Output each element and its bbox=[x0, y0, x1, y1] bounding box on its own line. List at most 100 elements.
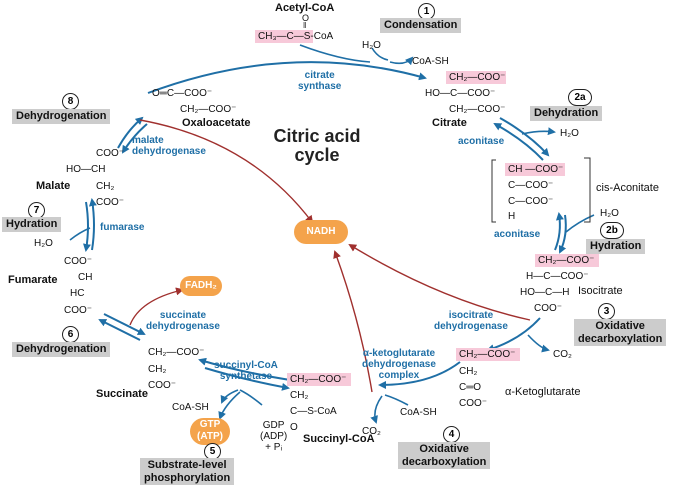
malate-name: Malate bbox=[36, 180, 71, 192]
step-3-number: 3 bbox=[598, 303, 615, 320]
step-2b-label: Hydration bbox=[586, 239, 646, 254]
h2o-label-2: H₂O bbox=[560, 128, 579, 139]
coash-label-3: CoA-SH bbox=[172, 402, 209, 413]
malate-line1: COO⁻ bbox=[96, 148, 125, 159]
acetyl-coa-formula: CH₃—C—S-CoA bbox=[258, 31, 334, 42]
coash-label-2: CoA-SH bbox=[400, 407, 437, 418]
akg-line4: COO⁻ bbox=[459, 398, 488, 409]
bracket-left bbox=[491, 159, 496, 223]
akg-line1: CH₂—COO⁻ bbox=[459, 349, 516, 360]
arrow-fumarase-back bbox=[83, 201, 91, 252]
citrate-name: Citrate bbox=[432, 117, 467, 129]
step-8-label: Dehydrogenation bbox=[12, 109, 111, 124]
aconitate-highlight bbox=[505, 163, 565, 176]
arrow-hydration-back bbox=[554, 212, 564, 251]
aconitate-line1: CH —COO⁻ bbox=[508, 164, 564, 175]
page-title: Citric acid cycle bbox=[273, 126, 361, 165]
enzyme-aconitase-2: aconitase bbox=[494, 229, 541, 240]
arrow-gdp-in bbox=[239, 389, 263, 406]
arrow-gtp-out bbox=[218, 391, 241, 420]
succinate-line1: CH₂—COO⁻ bbox=[148, 347, 205, 358]
bracket-right bbox=[584, 157, 591, 223]
isocitrate-line1: CH₂—COO⁻ bbox=[538, 255, 595, 266]
arrow-malate-dh-back bbox=[121, 123, 148, 154]
h2o-label-4: H₂O bbox=[34, 238, 53, 249]
acetyl-highlight bbox=[255, 30, 313, 43]
step-4-number: 4 bbox=[443, 426, 460, 443]
step-2a-label: Dehydration bbox=[530, 106, 603, 121]
arrow-fadh2 bbox=[129, 287, 184, 326]
succinate-name: Succinate bbox=[96, 388, 148, 400]
enzyme-fumarase: fumarase bbox=[100, 222, 145, 233]
akg-highlight bbox=[456, 348, 520, 361]
enzyme-succinyl-synthetase: succinyl-CoA synthetase bbox=[214, 360, 278, 382]
arrow-dehydration-back bbox=[493, 123, 544, 161]
acetyl-coa-o: O bbox=[302, 13, 310, 23]
h2o-label-1: H₂O bbox=[362, 40, 381, 51]
enzyme-malate-dh: malate dehydrogenase bbox=[132, 135, 206, 157]
succinyl-line3: C—S-CoA bbox=[290, 406, 337, 417]
arrow-succinyl-synth-back bbox=[204, 367, 290, 391]
acetyl-coa-dbl: ‖ bbox=[303, 21, 307, 30]
step-3-label: Oxidative decarboxylation bbox=[574, 319, 667, 347]
oxaloacetate-line1: O═C—COO⁻ bbox=[152, 88, 213, 99]
step-7-label: Hydration bbox=[2, 217, 62, 232]
acetyl-coa-name: Acetyl-CoA bbox=[275, 2, 335, 14]
enzyme-aconitase-1: aconitase bbox=[458, 136, 505, 147]
arrow-coash-in bbox=[384, 394, 409, 406]
fumarate-name: Fumarate bbox=[8, 274, 58, 286]
arrow-h2o-in-3 bbox=[69, 227, 91, 241]
malate-line3: CH₂ bbox=[96, 181, 115, 192]
step-8-number: 8 bbox=[62, 93, 79, 110]
oxaloacetate-name: Oxaloacetate bbox=[182, 117, 251, 129]
succinate-line2: CH₂ bbox=[148, 364, 167, 375]
akg-line2: CH₂ bbox=[459, 366, 478, 377]
fumarate-line1: COO⁻ bbox=[64, 256, 93, 267]
fumarate-line3: HC bbox=[70, 288, 85, 299]
enzyme-citrate-synthase: citrate synthase bbox=[298, 70, 342, 92]
citrate-line3: CH₂—COO⁻ bbox=[449, 104, 506, 115]
arrow-fumarase bbox=[88, 198, 97, 251]
arrow-nadh-isocitrate bbox=[348, 243, 531, 321]
succinyl-line4: O bbox=[290, 422, 298, 433]
arrow-h2o-in-2 bbox=[565, 214, 595, 233]
gdp-label: GDP (ADP) + Pᵢ bbox=[260, 420, 288, 453]
succinyl-line2: CH₂ bbox=[290, 390, 309, 401]
arrow-malate-dh bbox=[117, 116, 144, 149]
coash-label-1: CoA-SH bbox=[412, 56, 449, 67]
aconitate-line3: C—COO⁻ bbox=[508, 196, 554, 207]
h2o-label-3: H₂O bbox=[600, 208, 619, 219]
succinyl-highlight bbox=[287, 373, 351, 386]
isocitrate-name: Isocitrate bbox=[578, 285, 623, 297]
succinate-line3: COO⁻ bbox=[148, 380, 177, 391]
arrow-co2-out-1 bbox=[527, 334, 550, 353]
arrow-h2o-in bbox=[371, 47, 389, 61]
isocitrate-line2: H—C—COO⁻ bbox=[526, 271, 589, 282]
arrow-hydration bbox=[558, 214, 567, 254]
arrow-nadh-malate bbox=[139, 119, 314, 224]
succinyl-name: Succinyl-CoA bbox=[303, 433, 375, 445]
aconitate-line2: C—COO⁻ bbox=[508, 180, 554, 191]
oxaloacetate-line2: CH₂—COO⁻ bbox=[180, 104, 237, 115]
akg-name: α-Ketoglutarate bbox=[505, 386, 581, 398]
step-2b-number: 2b bbox=[600, 222, 624, 239]
gtp-pill: GTP (ATP) bbox=[190, 418, 230, 445]
fadh2-pill: FADH₂ bbox=[180, 276, 222, 296]
arrow-coash-out bbox=[389, 56, 414, 66]
nadh-pill: NADH bbox=[294, 220, 348, 244]
enzyme-akg-dh: α-ketoglutarate dehydrogenase complex bbox=[362, 348, 436, 381]
arrow-h2o-out-1 bbox=[521, 127, 556, 136]
arrow-succinate-dh-back bbox=[103, 313, 146, 335]
isocitrate-line3: HO—C—H bbox=[520, 287, 570, 298]
enzyme-isocitrate-dh: isocitrate dehydrogenase bbox=[434, 310, 508, 332]
step-2a-number: 2a bbox=[568, 89, 592, 106]
malate-line2: HO—CH bbox=[66, 164, 106, 175]
arrow-succinyl-synth bbox=[198, 357, 291, 381]
arrow-condensation bbox=[147, 61, 427, 94]
fumarate-line2: CH bbox=[78, 272, 93, 283]
akg-line3: C═O bbox=[459, 382, 482, 393]
aconitate-name: cis-Aconitate bbox=[596, 182, 659, 194]
step-1-label: Condensation bbox=[380, 18, 462, 33]
